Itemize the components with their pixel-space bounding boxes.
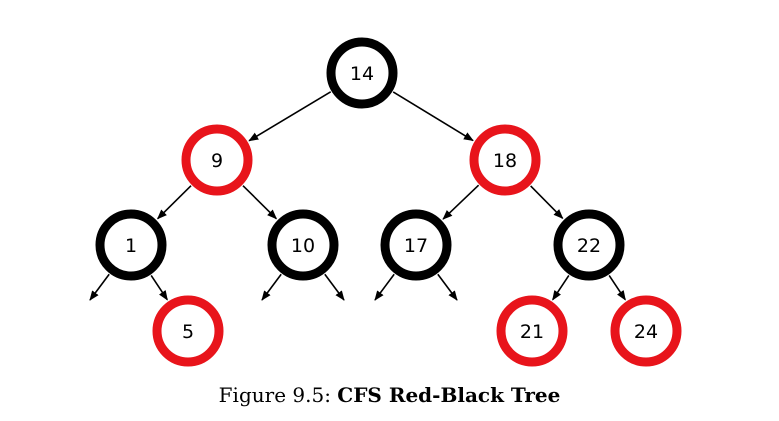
edge-9-1 [156,185,192,220]
edges-layer [89,91,626,301]
tree-node-22: 22 [553,209,625,281]
null-leaf-arrow-1-left [89,273,110,301]
node-label: 5 [182,321,194,343]
tree-node-17: 17 [380,209,452,281]
tree-node-14: 14 [326,37,398,109]
caption-title: CFS Red-Black Tree [337,383,561,407]
node-ring-black [95,209,167,281]
node-label: 22 [577,235,601,257]
null-leaf-arrow-10-left [261,273,282,301]
tree-node-21: 21 [496,295,568,367]
node-label: 14 [350,63,374,85]
node-ring-black [553,209,625,281]
node-ring-black [380,209,452,281]
edge-9-10 [242,185,278,220]
tree-node-10: 10 [267,209,339,281]
node-label: 10 [291,235,315,257]
tree-node-18: 18 [469,124,541,196]
edge-18-22 [530,185,564,220]
null-leaf-arrow-17-left [374,273,395,301]
node-label: 24 [634,321,658,343]
figure-caption: Figure 9.5: CFS Red-Black Tree [0,383,779,407]
node-label: 1 [125,235,137,257]
tree-node-1: 1 [95,209,167,281]
node-label: 18 [493,150,517,172]
node-ring-black [267,209,339,281]
node-ring-red [469,124,541,196]
node-ring-red [181,124,253,196]
node-ring-red [610,295,682,367]
edge-22-21 [552,274,570,301]
node-ring-black [326,37,398,109]
nodes-layer: 14 9 18 1 10 17 22 5 21 24 [95,37,682,367]
edge-1-5 [150,274,168,301]
node-label: 21 [520,321,544,343]
edge-14-9 [248,91,332,142]
node-label: 17 [404,235,428,257]
edge-18-17 [442,184,480,220]
node-label: 9 [211,150,223,172]
null-leaf-arrow-10-right [324,273,345,301]
node-ring-red [152,295,224,367]
caption-prefix: Figure 9.5: [218,383,338,407]
edge-14-18 [392,91,474,142]
node-ring-red [496,295,568,367]
tree-node-24: 24 [610,295,682,367]
edge-22-24 [608,274,626,301]
null-leaf-arrow-17-right [437,273,458,301]
tree-node-9: 9 [181,124,253,196]
tree-node-5: 5 [152,295,224,367]
